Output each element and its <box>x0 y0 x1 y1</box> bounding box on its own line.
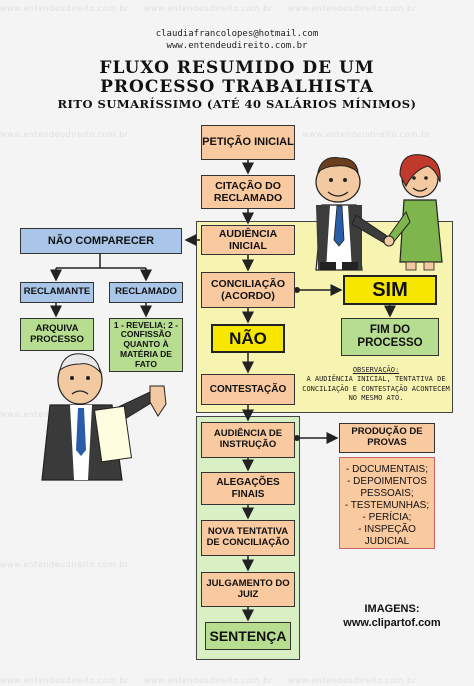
provas-item: - TESTEMUNHAS; <box>344 500 430 511</box>
credits-label: IMAGENS: <box>364 603 420 615</box>
observacao-text: A AUDIÊNCIA INICIAL, TENTATIVA DE CONCIL… <box>302 375 450 403</box>
observacao-note: OBSERVAÇÃO: A AUDIÊNCIA INICIAL, TENTATI… <box>300 366 452 404</box>
producao-provas-box: PRODUÇÃO DE PROVAS <box>339 423 435 453</box>
watermark-row: www.entendeudireito.com.br <box>0 560 129 569</box>
audiencia-instrucao-box: AUDIÊNCIA DE INSTRUÇÃO <box>201 422 295 458</box>
sim-box: SIM <box>343 275 437 305</box>
author-site: www.entendeudireito.com.br <box>166 41 308 51</box>
citacao-box: CITAÇÃO DO RECLAMADO <box>201 175 295 209</box>
sentenca-box: SENTENÇA <box>205 622 291 650</box>
provas-item: - DEPOIMENTOS PESSOAIS; <box>347 476 427 499</box>
nao-comparecer-box: NÃO COMPARECER <box>20 228 182 254</box>
credits-url: www.clipartof.com <box>343 617 441 630</box>
conciliacao-box: CONCILIAÇÃO (ACORDO) <box>201 272 295 308</box>
observacao-label: OBSERVAÇÃO: <box>352 366 400 374</box>
title-line-1: FLUXO RESUMIDO DE UM <box>99 58 375 78</box>
fim-processo-box: FIM DO PROCESSO <box>341 318 439 356</box>
provas-item: - INSPEÇÃO JUDICIAL <box>358 524 416 547</box>
reclamante-box: RECLAMANTE <box>20 282 94 303</box>
contestacao-box: CONTESTAÇÃO <box>201 374 295 405</box>
alegacoes-box: ALEGAÇÕES FINAIS <box>201 472 295 505</box>
provas-list: - DOCUMENTAIS; - DEPOIMENTOS PESSOAIS; -… <box>341 464 433 548</box>
julgamento-box: JULGAMENTO DO JUIZ <box>201 572 295 607</box>
peticao-inicial-box: PETIÇÃO INICIAL <box>201 125 295 160</box>
watermark-row: www.entendeudireito.com.br www.entendeud… <box>0 4 417 13</box>
provas-item: - DOCUMENTAIS; <box>345 464 429 475</box>
subtitle: RITO SUMARÍSSIMO (ATÉ 40 SALÁRIOS MÍNIMO… <box>57 97 417 111</box>
image-credits: IMAGENS: www.clipartof.com <box>330 602 454 631</box>
audiencia-inicial-box: AUDIÊNCIA INICIAL <box>201 225 295 255</box>
nao-box: NÃO <box>211 324 285 353</box>
provas-list-panel <box>339 457 435 549</box>
watermark-row: www.entendeudireito.com.br www.entendeud… <box>0 676 417 685</box>
arquiva-processo-box: ARQUIVA PROCESSO <box>20 318 94 351</box>
reclamado-box: RECLAMADO <box>109 282 183 303</box>
revelia-box: 1 - REVELIA; 2 - CONFISSÃO QUANTO À MATÉ… <box>109 318 183 372</box>
nova-tentativa-box: NOVA TENTATIVA DE CONCILIAÇÃO <box>201 520 295 556</box>
title-line-2: PROCESSO TRABALHISTA <box>100 77 374 97</box>
provas-item: - PERÍCIA; <box>362 512 412 523</box>
author-email: claudiafrancolopes@hotmail.com <box>155 29 319 39</box>
watermark-row: www.entendeudireito.com.br www.entendeud… <box>0 130 431 139</box>
